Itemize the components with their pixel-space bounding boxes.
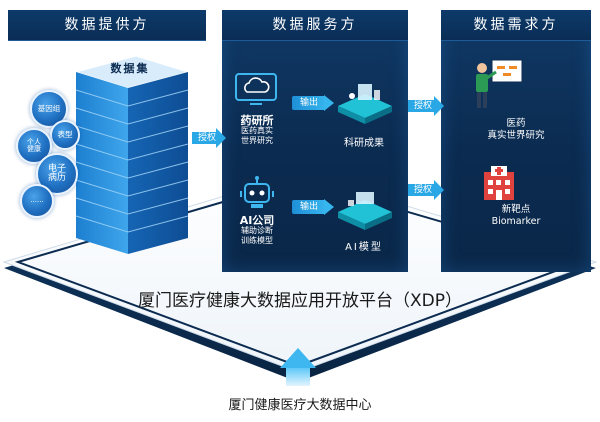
provider-header: 数据提供方 bbox=[8, 10, 206, 41]
tower-layer-lines bbox=[75, 89, 189, 233]
hospital-icon bbox=[484, 166, 514, 200]
bubble-genome: 基因组 bbox=[30, 90, 68, 128]
output-arrow-head-1 bbox=[324, 95, 334, 111]
output-label-2: 输出 bbox=[292, 200, 326, 214]
dataset-label: 数据集 bbox=[110, 62, 150, 75]
demand-header: 数据需求方 bbox=[441, 10, 591, 41]
center-arrow-head bbox=[280, 348, 316, 368]
platform-title: 厦门医疗健康大数据应用开放平台（XDP） bbox=[138, 291, 462, 311]
institute-name: 药研所 bbox=[240, 114, 274, 127]
authorize-arrow-3 bbox=[408, 180, 444, 200]
output-label-1: 输出 bbox=[292, 96, 326, 110]
bubble-more: ...... bbox=[20, 184, 54, 218]
demand-research-text: 医药 真实世界研究 bbox=[487, 118, 545, 141]
demand-panel bbox=[441, 10, 591, 272]
ai-company-name: AI公司 bbox=[239, 214, 275, 227]
service-panel bbox=[222, 10, 408, 272]
authorize-arrow-2 bbox=[408, 96, 444, 116]
service-header: 数据服务方 bbox=[222, 10, 408, 41]
ai-company-desc: 辅助诊断 训练模型 bbox=[241, 226, 273, 245]
authorize-arrow-1 bbox=[192, 128, 226, 148]
institute-desc: 医药真实 世界研究 bbox=[241, 126, 273, 145]
tower-left-face bbox=[76, 72, 128, 254]
authorize-label-1: 授权 bbox=[197, 133, 216, 143]
robot-icon bbox=[240, 176, 274, 208]
output-arrow-head-2 bbox=[324, 199, 334, 215]
dataset-tower bbox=[74, 55, 190, 254]
demand-biomarker-text: 新靶点 Biomarker bbox=[491, 204, 541, 227]
authorize-label-2: 授权 bbox=[413, 101, 432, 111]
data-center-title: 厦门健康医疗大数据中心 bbox=[228, 398, 372, 413]
center-arrow-shaft bbox=[286, 366, 310, 386]
authorize-label-3: 授权 bbox=[413, 185, 432, 195]
research-result-graphic bbox=[338, 84, 392, 124]
ai-model-label: AI模型 bbox=[345, 242, 383, 253]
ai-model-graphic bbox=[338, 192, 392, 230]
presenter-icon bbox=[476, 59, 523, 108]
cloud-monitor-icon bbox=[235, 73, 277, 105]
tower-right-face bbox=[128, 72, 188, 254]
research-result-label: 科研成果 bbox=[344, 138, 384, 149]
bubble-phenotype: 表型 bbox=[50, 120, 80, 150]
